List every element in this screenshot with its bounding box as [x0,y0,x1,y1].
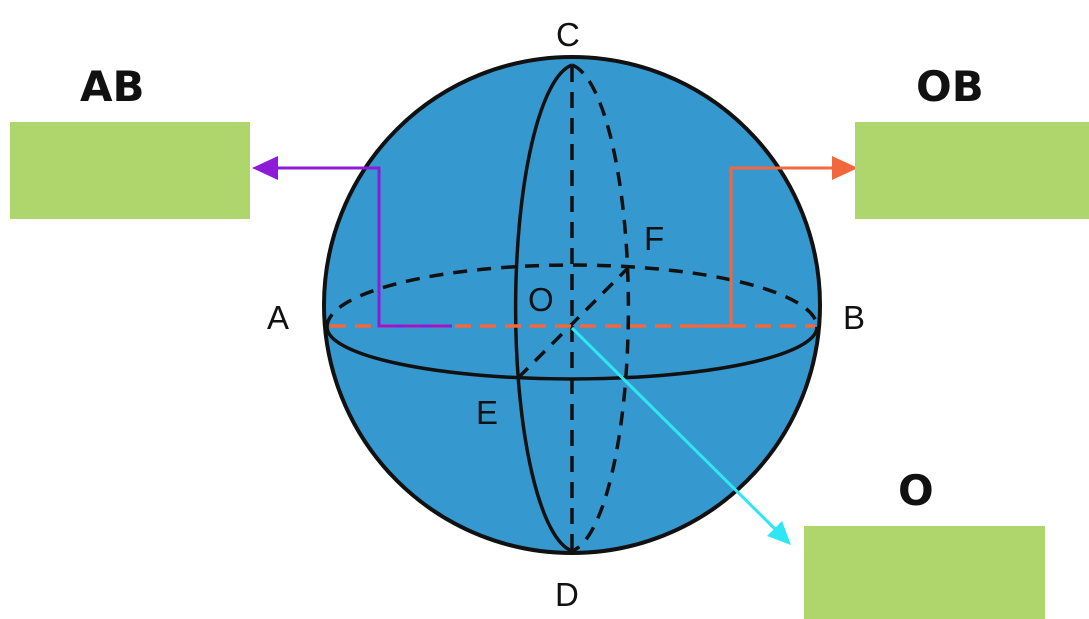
label-point-f: F [644,220,664,257]
arrow-ab-line [274,166,452,328]
label-point-o: O [528,281,554,318]
meridian-back [571,63,631,553]
arrow-left-icon [252,156,278,180]
answer-box-ab[interactable] [10,122,250,219]
line-ef [516,266,630,380]
answer-box-ob[interactable] [855,122,1089,219]
label-point-b: B [843,299,865,336]
heading-ab: AB [80,62,145,111]
arrow-right-icon [832,156,858,180]
heading-o: O [898,466,934,515]
equator-back [325,263,819,328]
meridian-front [513,63,573,553]
heading-ob: OB [916,62,984,111]
label-point-d: D [555,576,579,613]
arrow-ob-line [680,166,836,328]
label-point-c: C [556,16,580,53]
label-point-a: A [267,299,289,336]
arrow-down-right-icon [767,521,791,545]
arrow-o-line [570,326,778,532]
answer-box-o[interactable] [804,526,1045,619]
label-point-e: E [476,394,498,431]
